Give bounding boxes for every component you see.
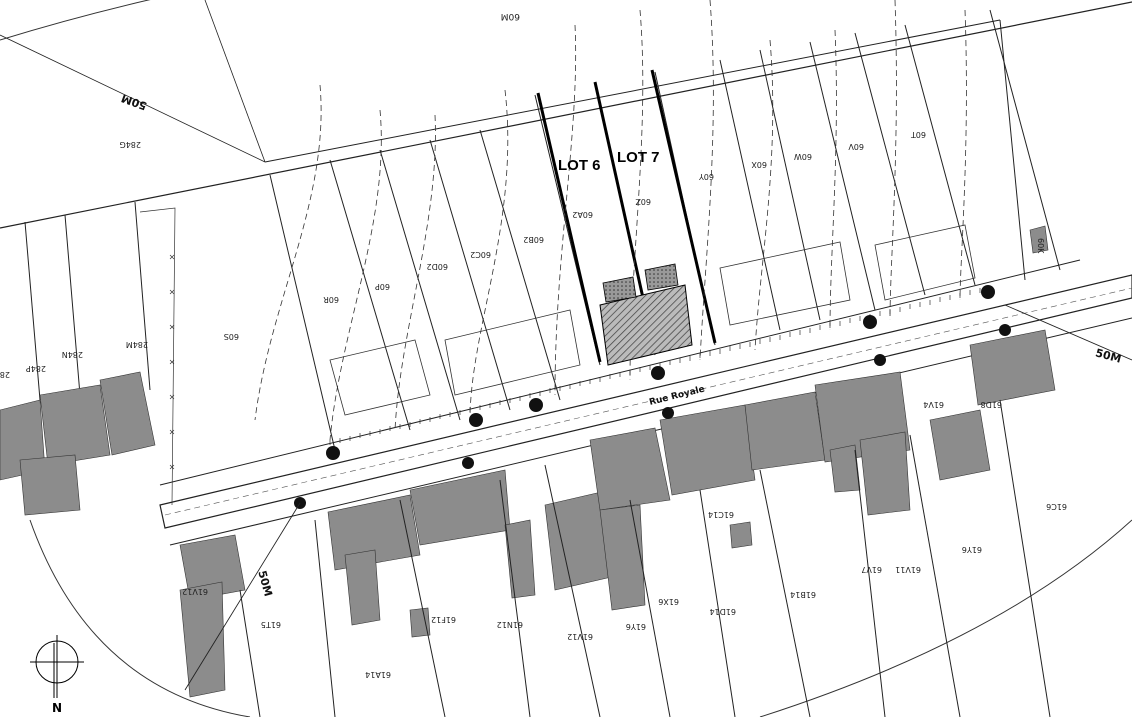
parcel-60Y: 60Y (699, 172, 714, 181)
parcel-61V4: 61V4 (923, 400, 944, 409)
parcel-60T: 60T (911, 130, 926, 139)
radius-arc-bottom (29, 519, 251, 717)
parcel-60B2: 60B2 (523, 235, 544, 244)
parcel-61X6: 61X6 (658, 597, 679, 606)
parcel-60X: 60X (751, 160, 767, 169)
buildings-north-left (0, 371, 156, 516)
parcel-61V11: 61V11 (895, 565, 921, 574)
dimension-left: 50M (255, 569, 274, 598)
dimension-right: 50M (1094, 346, 1123, 365)
parcel-61Y6b: 61Y6 (962, 545, 982, 554)
parcel-60R: 60R (323, 295, 339, 304)
lot-7-label: LOT 7 (617, 149, 660, 166)
parcel-61N12: 61N12 (497, 620, 523, 629)
parcel-61V12b: 61V12 (182, 587, 208, 596)
parcel-61D8: 61D8 (981, 400, 1002, 409)
lot-project-garage (644, 263, 679, 291)
north-arrow: N (30, 635, 84, 715)
parcel-dividers-south (239, 399, 1051, 717)
parcel-61F12: 61F12 (431, 615, 456, 624)
lot-project-garage (602, 276, 637, 303)
parcel-dividers-north (24, 9, 1061, 451)
parcel-284M: 284M (126, 340, 148, 349)
project-footprints (329, 224, 976, 416)
parcel-284N: 284N (62, 350, 83, 359)
parcel-61C6: 61C6 (1046, 502, 1067, 511)
parcel-60A2: 60A2 (572, 210, 593, 219)
road (159, 274, 1132, 529)
parcel-61D14: 61D14 (709, 607, 736, 616)
parcel-boundary (0, 1, 1132, 229)
parcel-61Y6: 61Y6 (626, 622, 646, 631)
parcel-60W: 60W (794, 152, 812, 161)
parcel-61A14: 61A14 (365, 670, 391, 679)
parcel-284G: 284G (120, 140, 141, 149)
parcel-60S: 60S (224, 332, 239, 341)
parcel-284P: 284P (26, 364, 46, 373)
parcel-28: 28 (0, 370, 10, 379)
road-centerline (164, 287, 1132, 516)
dimension-line (204, 0, 266, 163)
dimension-line (0, 34, 266, 163)
parcel-60C2: 60C2 (470, 250, 491, 259)
radius-arc-right (759, 519, 1132, 717)
parcel-labels-north: 284G 60S 60R 60P 60D2 60C2 60B2 60A2 60Z… (0, 130, 1045, 379)
parcel-labels-south: 61T5 61A14 61F12 61N12 61V12 61Y6 61X6 6… (182, 400, 1067, 679)
dimension-top-edge: 60M (501, 11, 520, 21)
parcel-60Z: 60Z (635, 197, 651, 206)
north-label: N (52, 701, 62, 715)
dimension-line-right (1004, 304, 1132, 361)
parcel-61C14: 61C14 (708, 510, 734, 519)
lot-project-hatched (599, 284, 693, 366)
parcel-61V12: 61V12 (567, 632, 593, 641)
trees (294, 285, 1011, 509)
dimension-top: 50M (120, 91, 149, 112)
parcel-61T5: 61T5 (261, 620, 281, 629)
fence-line (139, 207, 176, 506)
parcel-60V: 60V (848, 142, 864, 151)
parcel-60D2: 60D2 (427, 262, 448, 271)
contour-lines (254, 0, 967, 441)
radius-arc (0, 0, 151, 41)
parcel-61B14: 61B14 (790, 590, 816, 599)
dimension-line-left (184, 502, 301, 691)
parcel-61V7: 61V7 (861, 565, 882, 574)
buildings-south (179, 225, 1056, 698)
parcel-60K: 60K (1036, 238, 1045, 254)
lot-6-label: LOT 6 (558, 157, 601, 174)
parcel-60P: 60P (375, 282, 390, 291)
parcel-boundary (264, 19, 1001, 163)
